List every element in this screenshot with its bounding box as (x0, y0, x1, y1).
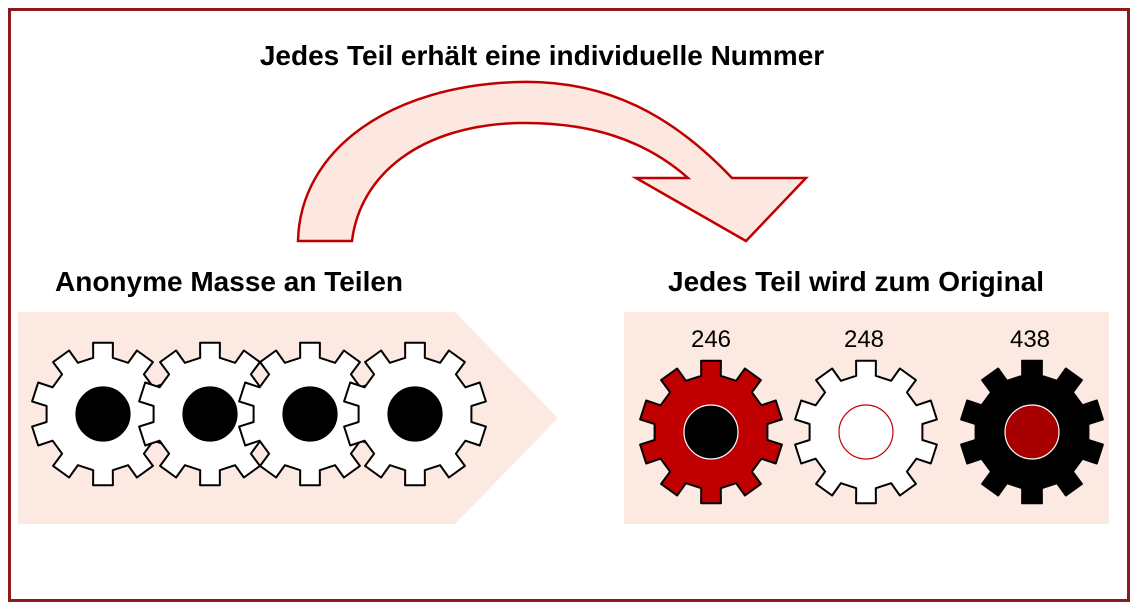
diagram-title: Jedes Teil erhält eine individuelle Numm… (259, 40, 825, 71)
white-gear-icon (794, 359, 938, 505)
anonymous-gears-group (31, 341, 487, 487)
part-number-438: 438 (1009, 326, 1051, 353)
diagram-frame (8, 8, 1130, 602)
original-parts-label: Jedes Teil wird zum Original (668, 266, 1045, 297)
black-gear-icon (960, 359, 1104, 505)
curved-arrow-icon (296, 80, 809, 243)
red-gear-icon (639, 359, 783, 505)
part-number-246: 246 (690, 326, 732, 353)
gear-icon (31, 341, 175, 487)
gear-icon (343, 341, 487, 487)
part-number-248: 248 (843, 326, 885, 353)
anonymous-parts-label: Anonyme Masse an Teilen (55, 266, 404, 297)
gear-icon (138, 341, 282, 487)
gear-icon (238, 341, 382, 487)
original-gears-group (639, 359, 1104, 505)
